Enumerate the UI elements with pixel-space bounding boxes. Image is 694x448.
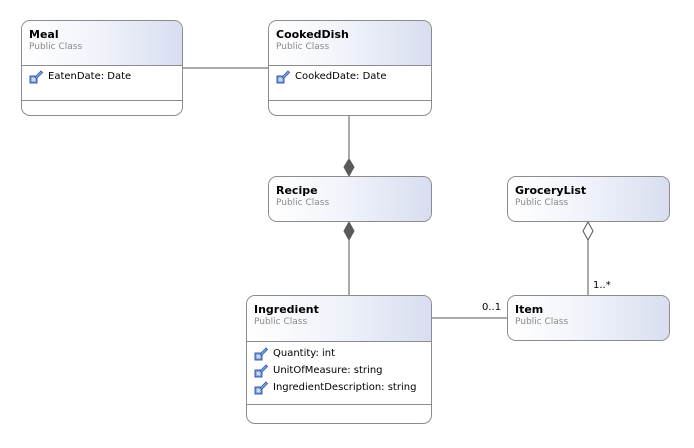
class-name: Ingredient xyxy=(254,303,319,316)
class-header: Meal Public Class xyxy=(22,21,182,65)
attribute-label: Quantity: int xyxy=(273,348,336,359)
class-header: Ingredient Public Class xyxy=(247,296,431,341)
class-stereotype: Public Class xyxy=(515,317,569,327)
field-property-icon xyxy=(29,69,43,83)
multiplicity-label-grocerylist: 1..* xyxy=(593,280,611,291)
attribute-label: CookedDate: Date xyxy=(295,71,387,82)
class-ingredient[interactable]: Ingredient Public Class Quantity: int Un… xyxy=(246,295,432,424)
attribute-compartment: Quantity: int UnitOfMeasure: string Ingr… xyxy=(247,341,431,405)
attribute-row[interactable]: CookedDate: Date xyxy=(276,68,431,85)
class-stereotype: Public Class xyxy=(515,198,569,208)
attribute-label: IngredientDescription: string xyxy=(273,382,417,393)
attribute-label: EatenDate: Date xyxy=(48,71,132,82)
attribute-row[interactable]: UnitOfMeasure: string xyxy=(254,362,431,379)
class-name: GroceryList xyxy=(515,184,587,197)
attribute-row[interactable]: EatenDate: Date xyxy=(29,68,182,85)
class-name: Recipe xyxy=(276,184,318,197)
attribute-row[interactable]: Quantity: int xyxy=(254,345,431,362)
class-grocerylist[interactable]: GroceryList Public Class xyxy=(507,176,670,222)
composition-diamond-icon xyxy=(343,220,355,242)
attribute-compartment: EatenDate: Date xyxy=(22,65,182,101)
class-header: GroceryList Public Class xyxy=(508,177,669,221)
class-name: Meal xyxy=(29,28,59,41)
field-property-icon xyxy=(254,346,268,360)
class-recipe[interactable]: Recipe Public Class xyxy=(268,176,432,222)
class-stereotype: Public Class xyxy=(276,198,330,208)
class-stereotype: Public Class xyxy=(276,42,330,52)
field-property-icon xyxy=(254,363,268,377)
attribute-label: UnitOfMeasure: string xyxy=(273,365,383,376)
composition-diamond-icon xyxy=(343,158,355,178)
attribute-compartment: CookedDate: Date xyxy=(269,65,431,101)
field-property-icon xyxy=(276,69,290,83)
multiplicity-label-item: 0..1 xyxy=(482,302,502,313)
class-item[interactable]: Item Public Class xyxy=(507,295,670,341)
class-header: Item Public Class xyxy=(508,296,669,340)
field-property-icon xyxy=(254,380,268,394)
class-meal[interactable]: Meal Public Class EatenDate: Date xyxy=(21,20,183,116)
class-header: Recipe Public Class xyxy=(269,177,431,221)
class-stereotype: Public Class xyxy=(29,42,83,52)
class-name: Item xyxy=(515,303,544,316)
class-stereotype: Public Class xyxy=(254,317,308,327)
class-header: CookedDish Public Class xyxy=(269,21,431,65)
aggregation-diamond-icon xyxy=(582,220,594,242)
attribute-row[interactable]: IngredientDescription: string xyxy=(254,379,431,396)
class-cookeddish[interactable]: CookedDish Public Class CookedDate: Date xyxy=(268,20,432,116)
class-name: CookedDish xyxy=(276,28,349,41)
